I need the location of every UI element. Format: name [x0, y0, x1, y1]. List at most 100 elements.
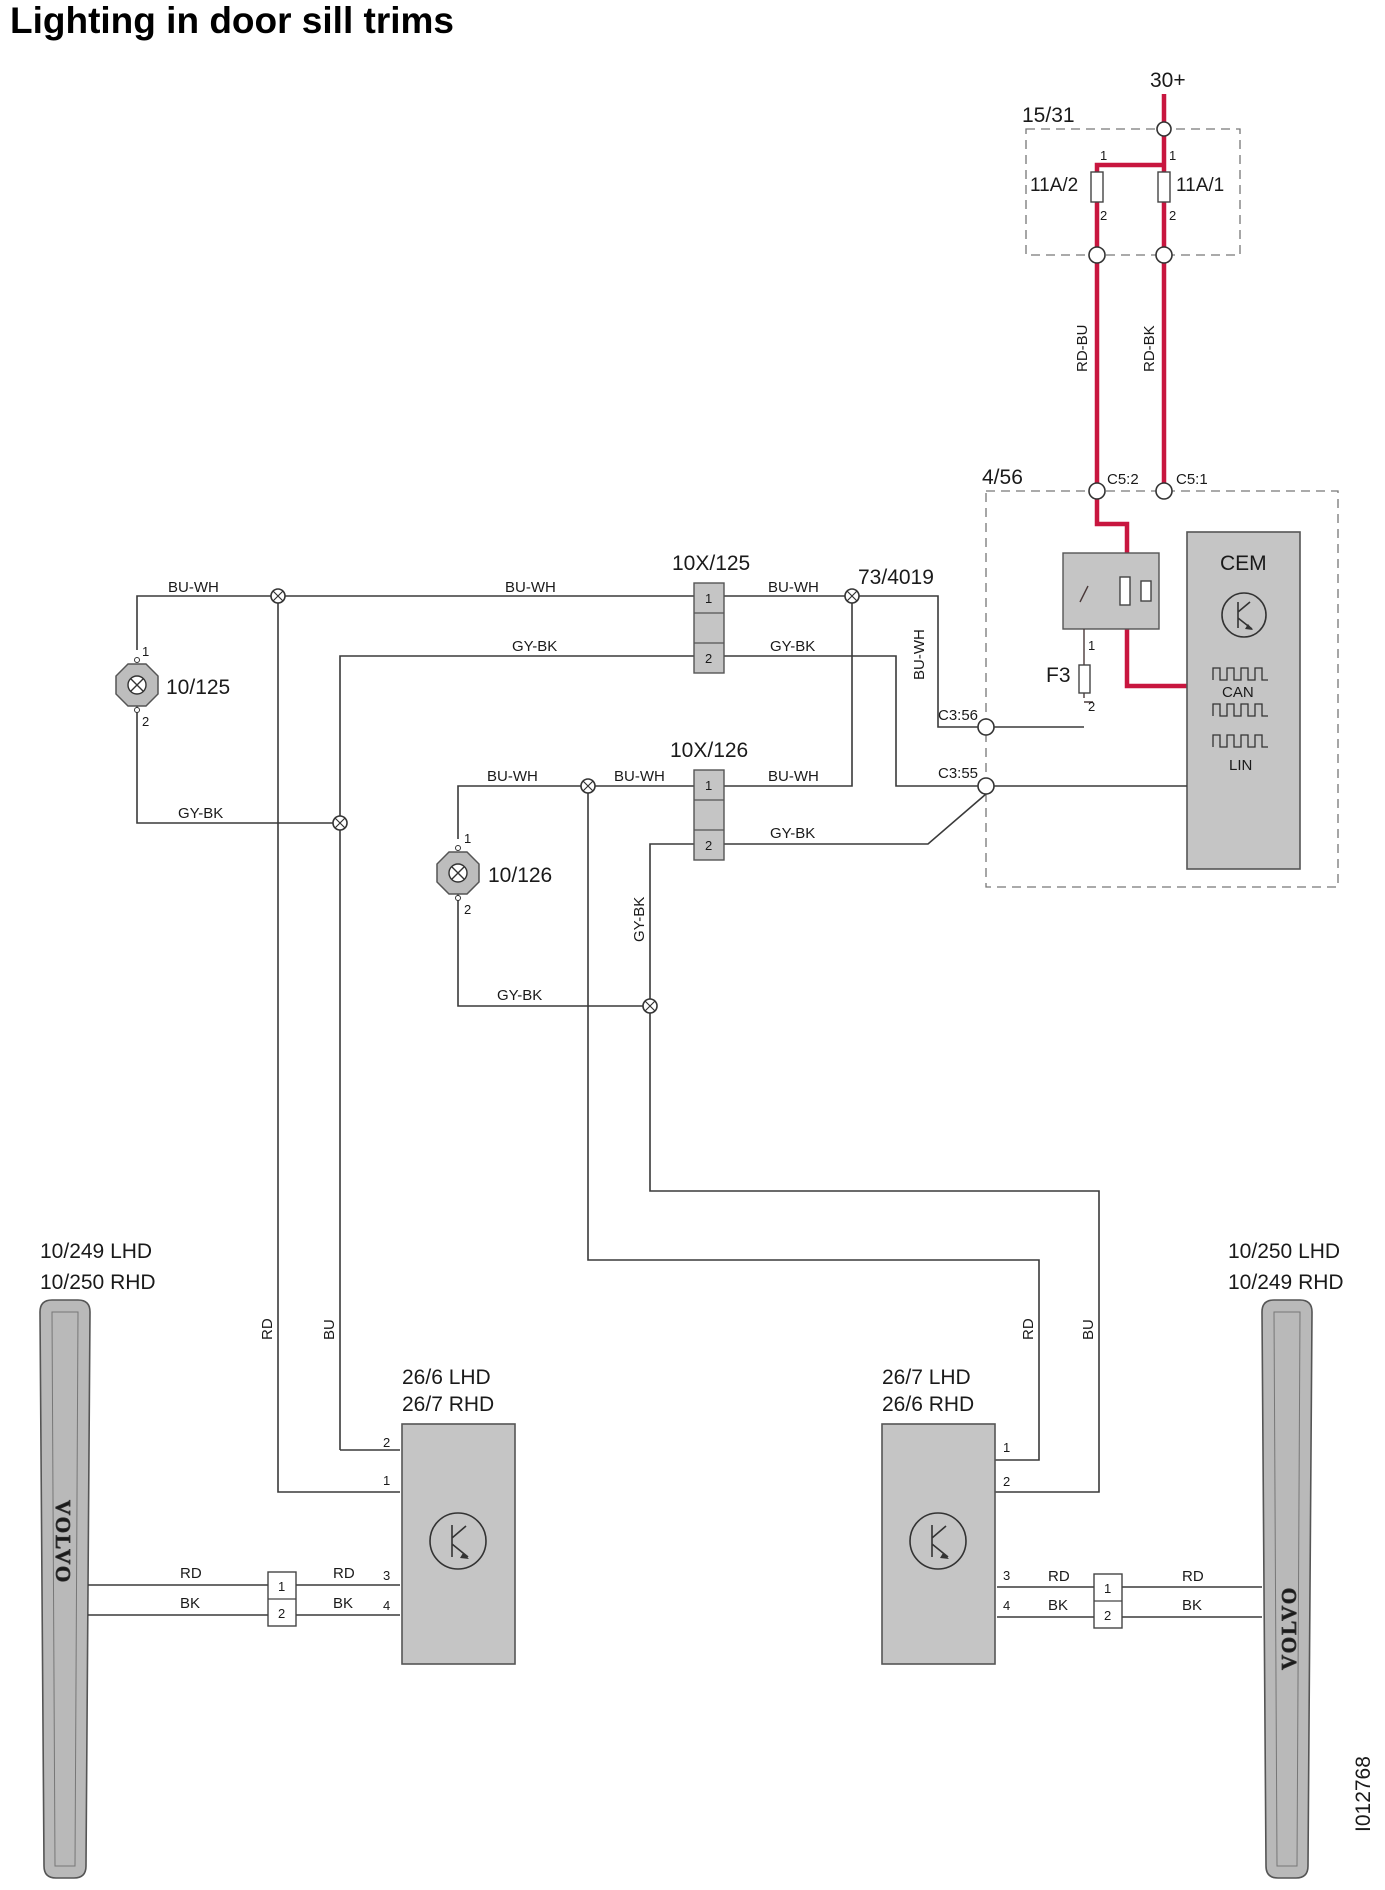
wire-color-label: RD [259, 1318, 276, 1340]
connector-10x-126: 1 2 [693, 769, 725, 861]
wire-color-label: BU [321, 1319, 338, 1340]
pin-label: 1 [142, 644, 149, 659]
splice [642, 998, 658, 1014]
terminal-node [977, 777, 995, 795]
wire-color-label: GY-BK [770, 825, 815, 842]
connector-right-trim: 1 2 [1093, 1573, 1123, 1629]
wire-color-rd-bu: RD-BU [1074, 325, 1091, 373]
terminal-node [1156, 121, 1172, 137]
relay-coil-b [1140, 580, 1152, 602]
connector-10x-126-label: 10X/126 [670, 739, 748, 762]
wire-color-label: GY-BK [770, 638, 815, 655]
left-module-label-2: 26/7 RHD [402, 1393, 494, 1416]
splice [580, 778, 596, 794]
wire-trim-left [88, 1584, 400, 1616]
lamp-10-125 [115, 657, 159, 713]
splice-label: 73/4019 [858, 566, 934, 589]
left-module-label-1: 26/6 LHD [402, 1366, 491, 1389]
left-control-module [401, 1423, 516, 1665]
wire-bu-wh-mid [457, 596, 853, 839]
can-bus-icon [1212, 667, 1268, 717]
cem-label: CEM [1220, 552, 1267, 575]
wire-color-label: GY-BK [631, 897, 648, 942]
pin-label: 1 [1003, 1440, 1010, 1455]
transistor-icon [1221, 592, 1267, 638]
wire-color-label: RD [1182, 1568, 1204, 1585]
wire-color-label: RD [333, 1565, 355, 1582]
pin-label: 1 [705, 778, 712, 793]
right-trim-label-1: 10/250 LHD [1228, 1240, 1340, 1263]
terminal-node [1155, 482, 1173, 500]
terminal-node [977, 718, 995, 736]
pin-label: 2 [705, 651, 712, 666]
cem-pin-c5-1: C5:1 [1176, 471, 1208, 488]
document-id: I012768 [1352, 1756, 1375, 1832]
pin-label: 1 [1088, 638, 1095, 653]
pin-label: 2 [464, 902, 471, 917]
wire-color-label: BU-WH [768, 579, 819, 596]
cem-pin-c3-55: C3:55 [938, 765, 978, 782]
pin-label: 2 [1104, 1608, 1111, 1623]
wire-color-label: BU-WH [768, 768, 819, 785]
lin-bus-icon [1212, 734, 1268, 748]
splice-points [270, 588, 860, 1014]
terminal-node [1088, 246, 1106, 264]
wire-gy-bk-lamp1 [136, 702, 340, 824]
supply-wire-30 [1094, 94, 1189, 689]
can-label: CAN [1222, 684, 1254, 701]
pin-label: 3 [1003, 1568, 1010, 1583]
cem-module [1186, 531, 1301, 870]
wire-color-label: RD [1020, 1318, 1037, 1340]
wire-color-label: BU-WH [911, 629, 928, 680]
wire-rd-left [277, 596, 400, 1493]
wire-color-label: GY-BK [497, 987, 542, 1004]
fuse-11a1 [1157, 171, 1171, 203]
pin-label: 2 [1088, 699, 1095, 714]
wire-rd-right [587, 786, 1040, 1461]
pin-label: 2 [705, 838, 712, 853]
fuse-box-label: 15/31 [1022, 104, 1075, 127]
wire-color-label: GY-BK [178, 805, 223, 822]
wire-gy-bk-lamp2 [457, 893, 650, 1007]
pin-label: 2 [1169, 208, 1176, 223]
relay-coil-a [1119, 576, 1131, 606]
splice-73-4019 [844, 588, 860, 604]
fuse-11a2 [1090, 171, 1104, 203]
fuse-box-15-31: 15/31 30+ 11A/2 11A/1 1 1 2 2 RD-BU RD-B… [1022, 69, 1241, 689]
pin-label: 1 [383, 1473, 390, 1488]
cem-pin-c3-56: C3:56 [938, 707, 978, 724]
right-module-label-2: 26/6 RHD [882, 1393, 974, 1416]
terminal-node [1155, 246, 1173, 264]
left-trim-label-2: 10/250 RHD [40, 1271, 156, 1294]
wire-color-label: GY-BK [512, 638, 557, 655]
splice [332, 815, 348, 831]
pin-label: 1 [464, 831, 471, 846]
right-control-module [881, 1423, 996, 1665]
connector-10x-125: 1 2 [693, 582, 725, 674]
terminal-30-label: 30+ [1150, 69, 1186, 92]
wire-color-label: BU-WH [487, 768, 538, 785]
pin-label: 3 [383, 1568, 390, 1583]
lamp-10-126-label: 10/126 [488, 864, 552, 887]
wire-color-label: RD [1048, 1568, 1070, 1585]
pin-label: 2 [278, 1606, 285, 1621]
wire-gy-bk-mid [649, 793, 987, 1006]
left-door-sill-trim: VOLVO [39, 1299, 91, 1879]
cem-ref-label: 4/56 [982, 466, 1023, 489]
fuse-f3-label: F3 [1046, 664, 1071, 687]
fuse-f3 [1078, 664, 1091, 694]
wire-color-label: BK [333, 1595, 353, 1612]
transistor-icon [429, 1512, 487, 1570]
lamp-10-125-label: 10/125 [166, 676, 230, 699]
wire-color-label: BK [180, 1595, 200, 1612]
wire-color-label: BK [1048, 1597, 1068, 1614]
pin-label: 2 [142, 714, 149, 729]
pin-label: 1 [1104, 1581, 1111, 1596]
right-module-label-1: 26/7 LHD [882, 1366, 971, 1389]
splice [270, 588, 286, 604]
diagram-title: Lighting in door sill trims [10, 0, 454, 41]
cem-unit: 4/56 C5:2 C5:1 CEM CAN LIN F3 1 2 C3:56 [938, 466, 1339, 888]
wire-color-label: RD [180, 1565, 202, 1582]
pin-label: 1 [1169, 148, 1176, 163]
brand-logo: VOLVO [1277, 1586, 1301, 1670]
